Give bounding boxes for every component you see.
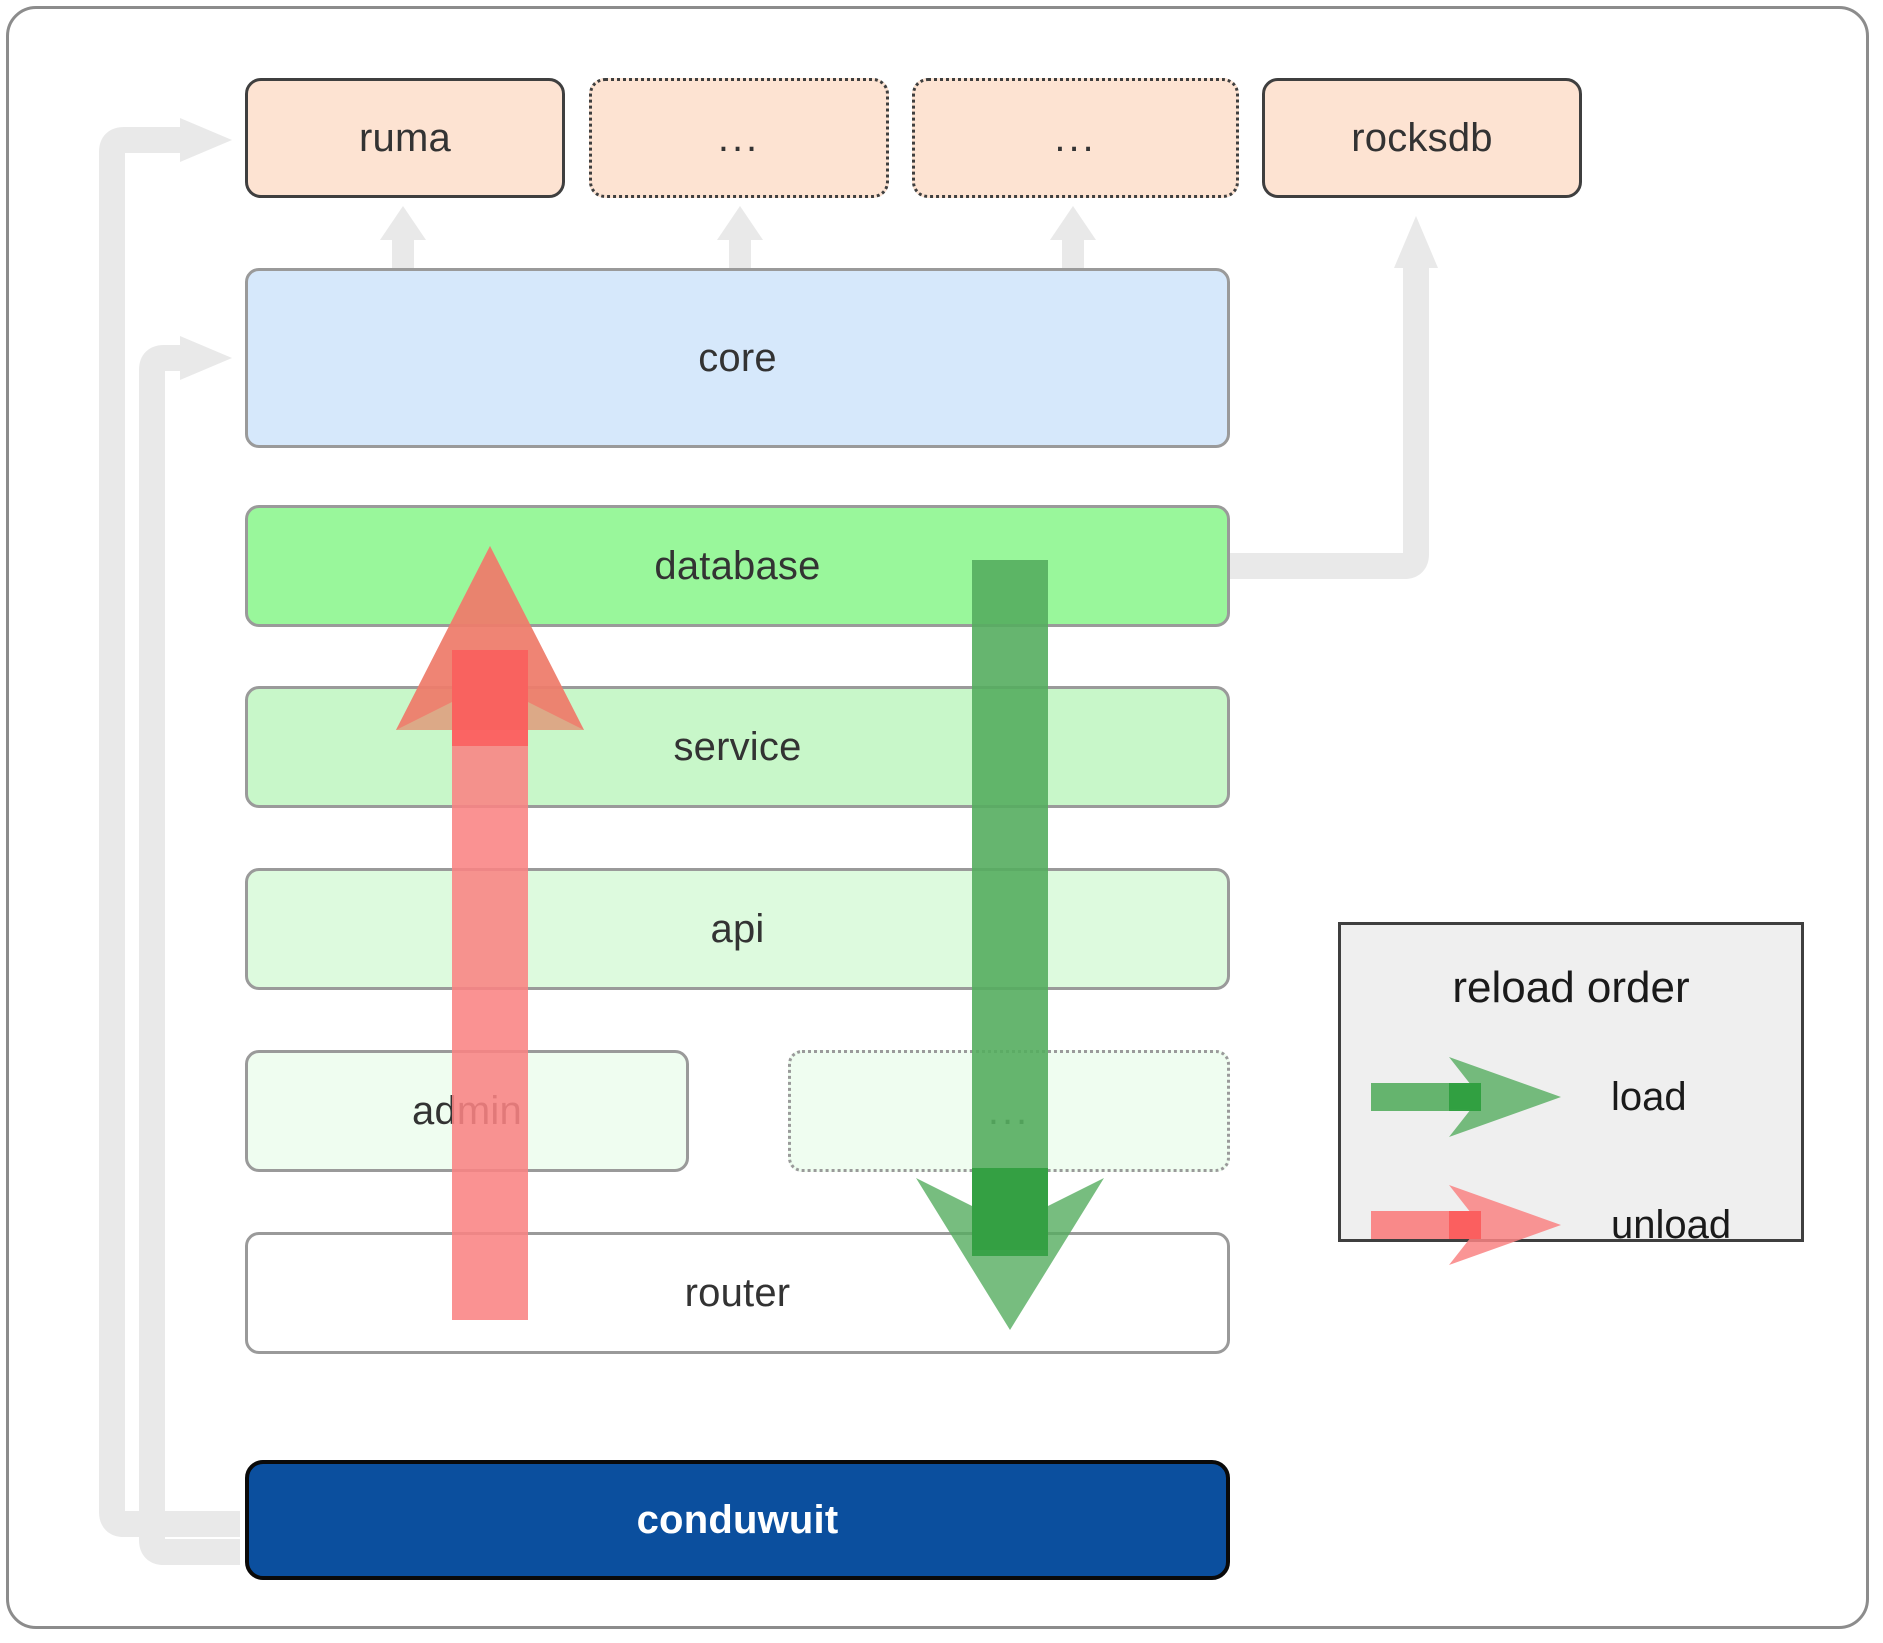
- dependency-box-rocksdb[interactable]: rocksdb: [1262, 78, 1582, 198]
- legend-unload-arrow-icon: [1371, 1185, 1591, 1265]
- legend-label-load: load: [1611, 1074, 1687, 1119]
- root-box-conduwuit[interactable]: conduwuit: [245, 1460, 1230, 1580]
- dependency-label-ruma: ruma: [359, 115, 451, 160]
- legend-row-unload: unload: [1371, 1185, 1781, 1265]
- layer-label-admin: admin: [412, 1088, 522, 1133]
- root-label-conduwuit: conduwuit: [636, 1497, 839, 1542]
- dependency-box-ellipsis-1[interactable]: ...: [589, 78, 889, 198]
- dependency-box-ruma[interactable]: ruma: [245, 78, 565, 198]
- layer-box-admin[interactable]: admin: [245, 1050, 689, 1172]
- diagram-frame: [6, 6, 1869, 1629]
- ellipsis-icon: ...: [1054, 116, 1097, 160]
- legend-label-unload: unload: [1611, 1202, 1732, 1247]
- layer-box-database[interactable]: database: [245, 505, 1230, 627]
- layer-label-api: api: [710, 906, 765, 951]
- ellipsis-icon: ...: [717, 116, 761, 160]
- dependency-box-ellipsis-2[interactable]: ...: [912, 78, 1239, 198]
- layer-box-router[interactable]: router: [245, 1232, 1230, 1354]
- legend-row-load: load: [1371, 1057, 1781, 1137]
- layer-box-service[interactable]: service: [245, 686, 1230, 808]
- layer-label-core: core: [698, 335, 777, 380]
- layer-box-api[interactable]: api: [245, 868, 1230, 990]
- dependency-label-rocksdb: rocksdb: [1351, 115, 1493, 160]
- layer-label-database: database: [654, 543, 821, 588]
- legend-load-arrow-icon: [1371, 1057, 1591, 1137]
- legend-panel: reload order load unload: [1338, 922, 1804, 1265]
- layer-label-service: service: [673, 724, 802, 769]
- ellipsis-icon: ...: [987, 1089, 1031, 1133]
- layer-label-router: router: [684, 1270, 791, 1315]
- layer-box-ellipsis[interactable]: ...: [788, 1050, 1230, 1172]
- legend-title: reload order: [1452, 963, 1690, 1012]
- layer-box-core[interactable]: core: [245, 268, 1230, 448]
